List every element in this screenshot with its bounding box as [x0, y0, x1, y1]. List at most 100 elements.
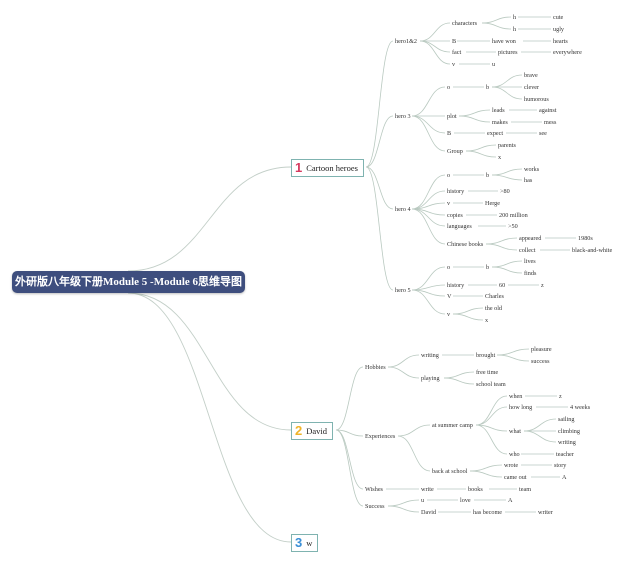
node-brought[interactable]: brought [476, 352, 496, 359]
node-school-team[interactable]: school team [476, 381, 506, 388]
node-u[interactable]: u [492, 61, 496, 68]
node-o-hero5[interactable]: o [447, 264, 451, 271]
node-languages[interactable]: languages [447, 223, 472, 230]
node-write-wish[interactable]: write [421, 486, 434, 493]
node-collect[interactable]: collect [519, 247, 536, 254]
node-wishes[interactable]: Wishes [365, 486, 383, 493]
node-x-hero5[interactable]: x [485, 317, 489, 324]
node-hearts[interactable]: hearts [553, 38, 568, 45]
node-writing-hobby[interactable]: writing [421, 352, 439, 359]
node-expect[interactable]: expect [487, 130, 504, 137]
node-plot[interactable]: plot [447, 113, 457, 120]
node-brave[interactable]: brave [524, 72, 538, 79]
node-b-hero5[interactable]: b [486, 264, 490, 271]
node-group[interactable]: Group [447, 148, 463, 155]
node-cute[interactable]: cute [553, 14, 564, 21]
node-over-50[interactable]: >50 [508, 223, 518, 230]
node-h-ugly[interactable]: h [513, 26, 517, 33]
node-black-and-white[interactable]: black-and-white [572, 247, 613, 254]
node-books[interactable]: books [468, 486, 483, 493]
node-against[interactable]: against [539, 107, 557, 114]
node-hero5[interactable]: hero 5 [395, 287, 411, 294]
node-history-hero5[interactable]: history [447, 282, 465, 289]
node-what[interactable]: what [509, 428, 522, 435]
node-chinese-books[interactable]: Chinese books [447, 241, 484, 248]
node-makes[interactable]: makes [492, 119, 508, 126]
node-has[interactable]: has [524, 177, 533, 184]
node-hero4[interactable]: hero 4 [395, 206, 411, 213]
node-came-out[interactable]: came out [504, 474, 527, 481]
node-u-love[interactable]: u [421, 497, 425, 504]
node-the-old[interactable]: the old [485, 305, 503, 312]
node-writing-camp[interactable]: writing [558, 439, 576, 446]
node-4-weeks[interactable]: 4 weeks [570, 404, 591, 411]
node-team[interactable]: team [519, 486, 532, 493]
node-lives[interactable]: lives [524, 258, 536, 265]
node-b-hero3[interactable]: b [486, 84, 490, 91]
node-humorous[interactable]: humorous [524, 96, 549, 103]
node-parents[interactable]: parents [498, 142, 516, 149]
node-writer[interactable]: writer [538, 509, 553, 516]
node-mess[interactable]: mess [544, 119, 557, 126]
node-climbing[interactable]: climbing [558, 428, 580, 435]
node-pleasure[interactable]: pleasure [531, 346, 552, 353]
node-back-at-school[interactable]: back at school [432, 468, 468, 475]
node-charles[interactable]: Charles [485, 293, 504, 300]
node-a-came-out[interactable]: A [562, 474, 567, 481]
root-topic[interactable]: 外研版八年级下册Module 5 -Module 6思维导图 [12, 271, 245, 293]
node-teacher[interactable]: teacher [556, 451, 574, 458]
node-sailing[interactable]: sailing [558, 416, 575, 423]
node-b-hearts[interactable]: B [452, 38, 457, 45]
node-fact[interactable]: fact [452, 49, 462, 56]
node-love[interactable]: love [460, 497, 471, 504]
node-who[interactable]: who [509, 451, 520, 458]
node-success[interactable]: Success [365, 503, 385, 510]
node-b-hero4[interactable]: b [486, 172, 490, 179]
node-herge[interactable]: Herge [485, 200, 501, 207]
node-v-u[interactable]: v [452, 61, 456, 68]
node-v-the-old[interactable]: v [447, 311, 451, 318]
node-wrote[interactable]: wrote [504, 462, 519, 469]
node-o-hero3[interactable]: o [447, 84, 451, 91]
node-x-group[interactable]: x [498, 154, 502, 161]
node-appeared[interactable]: appeared [519, 235, 542, 242]
node-summer-camp[interactable]: at summer camp [432, 422, 473, 429]
node-how-long[interactable]: how long [509, 404, 533, 411]
node-over-80[interactable]: >80 [500, 188, 510, 195]
node-a-love[interactable]: A [508, 497, 513, 504]
node-hero3[interactable]: hero 3 [395, 113, 411, 120]
node-v-herge[interactable]: v [447, 200, 451, 207]
node-60[interactable]: 60 [499, 282, 506, 289]
node-clever[interactable]: clever [524, 84, 540, 91]
node-experiences[interactable]: Experiences [365, 433, 396, 440]
node-everywhere[interactable]: everywhere [553, 49, 582, 56]
node-playing[interactable]: playing [421, 375, 440, 382]
node-b-expect[interactable]: B [447, 130, 452, 137]
node-200-million[interactable]: 200 million [499, 212, 528, 219]
node-finds[interactable]: finds [524, 270, 537, 277]
node-1980s[interactable]: 1980s [578, 235, 593, 242]
node-copies[interactable]: copies [447, 212, 463, 219]
node-v-charles[interactable]: V [447, 293, 452, 300]
node-success-hobby[interactable]: success [531, 358, 550, 365]
node-h-cute[interactable]: h [513, 14, 517, 21]
node-z-hero5[interactable]: z [541, 282, 544, 289]
node-free-time[interactable]: free time [476, 369, 499, 376]
node-characters[interactable]: characters [452, 20, 478, 27]
node-when[interactable]: when [509, 393, 523, 400]
node-ugly[interactable]: ugly [553, 26, 565, 33]
node-see[interactable]: see [539, 130, 547, 137]
node-pictures[interactable]: pictures [498, 49, 518, 56]
node-o-hero4[interactable]: o [447, 172, 451, 179]
node-leads[interactable]: leads [492, 107, 505, 114]
node-history-hero4[interactable]: history [447, 188, 465, 195]
node-hero12[interactable]: hero1&2 [395, 38, 417, 45]
node-has-become[interactable]: has become [473, 509, 503, 516]
node-z-when[interactable]: z [559, 393, 562, 400]
node-story[interactable]: story [554, 462, 567, 469]
node-works[interactable]: works [524, 166, 540, 173]
node-hobbies[interactable]: Hobbies [365, 364, 386, 371]
